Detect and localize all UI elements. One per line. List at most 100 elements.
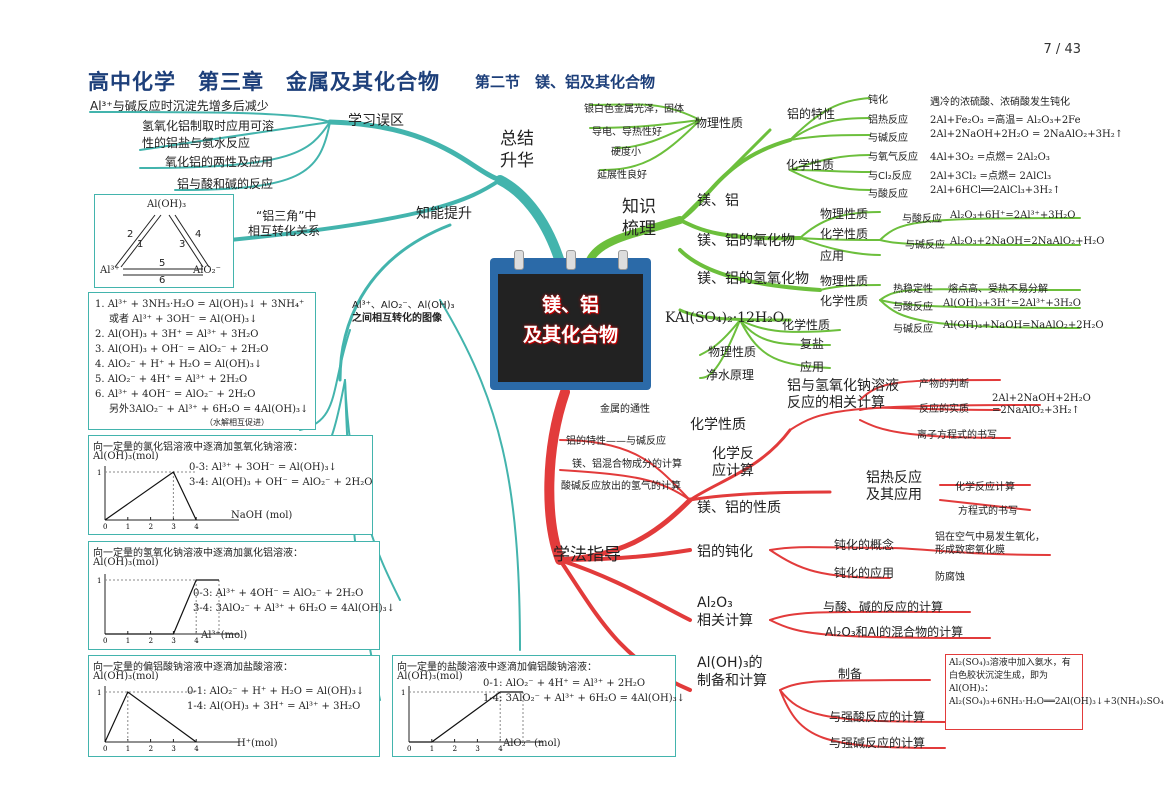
chart-equation: 3-4: Al(OH)₃ + OH⁻ = AlO₂⁻ + 2H₂O: [189, 477, 373, 488]
naoh-item: 产物的判断: [919, 379, 969, 390]
branch-props: 镁、铝的性质: [697, 500, 781, 516]
link-mistake-1: [89, 111, 331, 123]
equation: 1. Al³⁺ + 3NH₃·H₂O = Al(OH)₃↓ + 3NH₄⁺: [95, 299, 305, 310]
center-title-line2: 及其化合物: [522, 324, 618, 346]
props-calc-item: 酸碱反应放出的氢气的计算: [561, 481, 681, 492]
chart-ylabel: Al(OH)₃(mol): [397, 671, 463, 682]
page-title: 高中化学 第三章 金属及其化合物: [88, 70, 440, 94]
link-summary-mistakes: [327, 119, 503, 183]
x-tick-label: 1: [126, 745, 130, 753]
x-tick-label: 2: [149, 745, 153, 753]
binder-ring: [566, 250, 576, 270]
triangle-right: AlO₂⁻: [193, 265, 221, 276]
mistake-item-1: Al³⁺与碱反应时沉淀先增多后减少: [90, 99, 269, 113]
branch-mistakes: 学习误区: [348, 113, 404, 129]
equation: 4. AlO₂⁻ + H⁺ + H₂O = Al(OH)₃↓: [95, 359, 263, 370]
physical-item: 银白色金属光泽，固体: [584, 104, 684, 115]
x-tick-label: 0: [103, 637, 107, 645]
passivation-concept-desc: 铝在空气中易发生氧化， 形成致密氧化膜: [935, 532, 1045, 556]
props-calc: 化学反 应计算: [712, 446, 754, 479]
mistake-item-2b: 性的铝盐与氨水反应: [142, 136, 251, 150]
chemical-value: 2Al+3Cl₂ =点燃= 2AlCl₃: [930, 171, 1052, 182]
naoh-item: 离子方程式的书写: [917, 430, 997, 441]
chemical-value: 2Al+6HCl══2AlCl₃+3H₂↑: [930, 185, 1061, 196]
hydroxide-key: 热稳定性: [893, 284, 933, 295]
chart-equation: 0-3: Al³⁺ + 4OH⁻ = AlO₂⁻ + 2H₂O: [193, 588, 364, 599]
naoh-item: 反应的实质: [919, 404, 969, 415]
hub-summary: 总结 升华: [500, 129, 534, 171]
link-center-knowledge: [586, 216, 684, 264]
x-tick-label: 3: [475, 745, 479, 753]
al-special-value: 2Al+Fe₂O₃ =高温= Al₂O₃+2Fe: [930, 115, 1081, 126]
triangle-n6: 6: [159, 275, 166, 286]
equation: 另外3AlO₂⁻ + Al³⁺ + 6H₂O = 4Al(OH)₃↓: [109, 404, 309, 415]
equation-note: （水解相互促进）: [205, 418, 269, 427]
oxide-chemical: 化学性质: [820, 227, 869, 241]
link-center-summary: [495, 175, 565, 267]
branch-ability: 知能提升: [416, 206, 472, 222]
chart-equation: 1-4: Al(OH)₃ + 3H⁺ = Al³⁺ + 3H₂O: [187, 701, 361, 712]
hydroxide-key: 与碱反应: [893, 324, 933, 335]
al-special: 铝的特性: [787, 107, 836, 121]
equation: 5. AlO₂⁻ + 4H⁺ = Al³⁺ + 2H₂O: [95, 374, 248, 385]
x-tick-label: 4: [194, 637, 199, 645]
branch-al2o3: Al₂O₃ 相关计算: [697, 595, 753, 629]
oxide-use: 应用: [820, 249, 845, 263]
oxide-value: Al₂O₃+6H⁺=2Al³⁺+3H₂O: [950, 210, 1076, 221]
mistake-item-4: 铝与酸和碱的反应: [177, 177, 274, 191]
x-tick-label: 3: [171, 637, 175, 645]
al-special-key: 钝化: [868, 95, 888, 106]
hydroxide-key: 与酸反应: [893, 302, 933, 313]
alum-chemical: 化学性质: [782, 318, 831, 332]
triangle-top: Al(OH)₃: [147, 199, 187, 210]
props-calc-item: 镁、铝混合物成分的计算: [572, 459, 682, 470]
y-tick-label: 1: [97, 469, 101, 477]
chart-equation: 3-4: 3AlO₂⁻ + Al³⁺ + 6H₂O = 4Al(OH)₃↓: [193, 603, 396, 614]
props-chem-item: 金属的通性: [600, 404, 650, 415]
y-tick-label: 1: [401, 689, 405, 697]
naoh-essence: 2Al+2NaOH+2H₂O =2NaAlO₂+3H₂↑: [992, 393, 1091, 416]
hub-method: 学法指导: [553, 545, 621, 565]
aloh3-item: 与强酸反应的计算: [829, 710, 926, 724]
x-tick-label: 4: [194, 745, 199, 753]
equations-box: 1. Al³⁺ + 3NH₃·H₂O = Al(OH)₃↓ + 3NH₄⁺ 或者…: [88, 292, 316, 430]
chart-ylabel: Al(OH)₃(mol): [93, 557, 159, 568]
link-mistake-3: [139, 121, 331, 169]
thermite-item: 方程式的书写: [958, 506, 1018, 517]
triangle-n3: 3: [179, 239, 186, 250]
physical-item: 硬度小: [611, 147, 641, 158]
alum-use: 应用: [800, 360, 825, 374]
hydroxide-value: Al(OH)₃+NaOH=NaAlO₂+2H₂O: [943, 320, 1104, 331]
thermite-item: 化学反应计算: [955, 482, 1015, 493]
page-number: 7 / 43: [1043, 42, 1081, 57]
link-mistake-4: [174, 121, 331, 191]
oxide-key: 与酸反应: [902, 214, 942, 225]
mistake-item-2: 氢氧化铝制取时应用可溶: [142, 119, 275, 133]
equation: 或者 Al³⁺ + 3OH⁻ = Al(OH)₃↓: [109, 314, 258, 325]
hydroxide-value: Al(OH)₃+3H⁺=2Al³⁺+3H₂O: [943, 298, 1082, 309]
alum-physical: 物理性质: [708, 345, 757, 359]
link-mistake-2: [139, 121, 331, 151]
x-tick-label: 0: [103, 523, 107, 531]
page-subtitle: 第二节 镁、铝及其化合物: [475, 73, 656, 91]
link-graph-4: [439, 299, 521, 651]
chart-ylabel: Al(OH)₃(mol): [93, 671, 159, 682]
hydroxide-chemical: 化学性质: [820, 294, 869, 308]
triangle-n2: 2: [127, 229, 134, 240]
chart-caption: 向一定量的氢氧化钠溶液中逐滴加氯化铝溶液：: [93, 548, 303, 559]
al-special-value: 2Al+2NaOH+2H₂O = 2NaAlO₂+3H₂↑: [930, 129, 1124, 140]
props-naoh: 铝与氢氧化钠溶液 反应的相关计算: [787, 378, 899, 411]
chemical-key: 与氧气反应: [868, 152, 918, 163]
x-tick-label: 2: [149, 523, 153, 531]
x-tick-label: 4: [498, 745, 503, 753]
triangle-diagram: [114, 214, 210, 276]
branch-hydroxide: 镁、铝的氢氧化物: [697, 271, 809, 287]
aloh3-note-box: Al₂(SO₄)₃溶液中加入氨水，有白色胶状沉淀生成，即为Al(OH)₃：Al₂…: [945, 654, 1164, 730]
chart-equation: 1-4: 3AlO₂⁻ + Al³⁺ + 6H₂O = 4Al(OH)₃↓: [483, 693, 686, 704]
link-center-method: [544, 387, 570, 565]
